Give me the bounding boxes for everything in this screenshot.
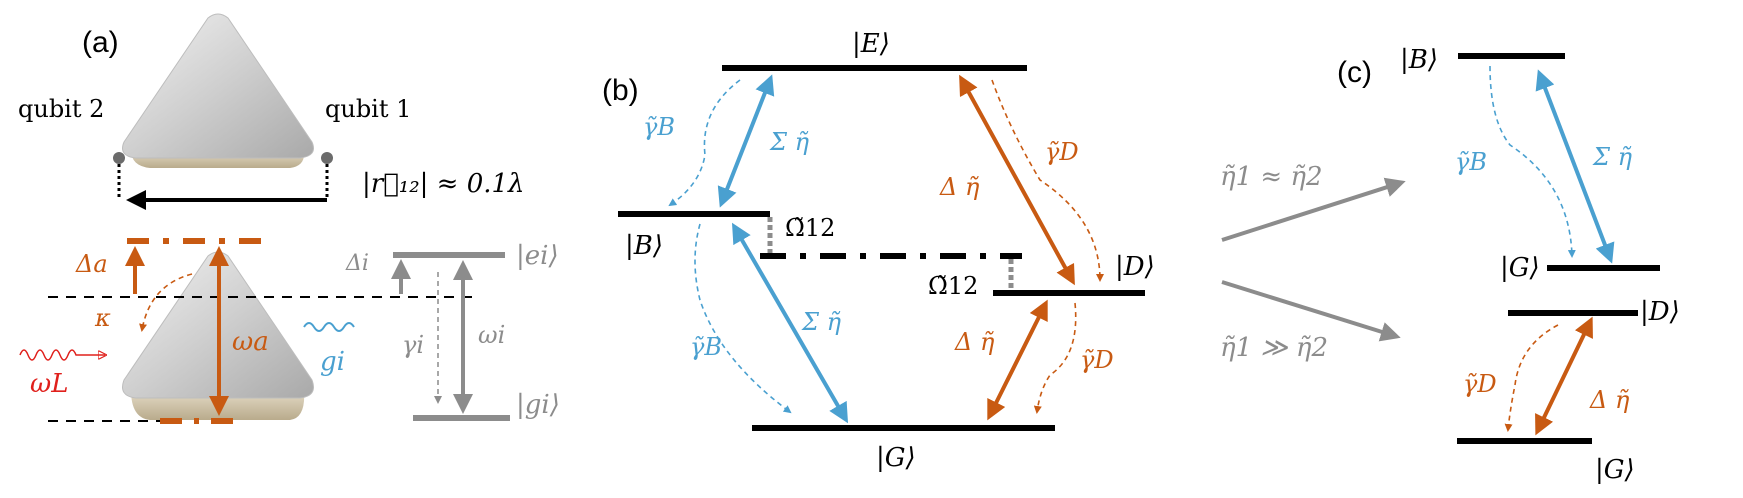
coupling-wave (303, 322, 355, 332)
sigma-eta-top-arrow (717, 74, 775, 208)
gamma-D-bottom-label: γ̃D (1080, 346, 1114, 374)
sigma-eta-top-label: Σ η̃ (769, 128, 810, 156)
sigma-eta-bottom-label: Σ η̃ (801, 308, 842, 336)
omega12-left-label: Ω̃12 (785, 214, 835, 242)
delta-eta-top-arrow (959, 74, 1075, 286)
ket-E-label: |E⟩ (852, 29, 890, 59)
panel-c: (c) |B⟩ |G⟩ |D⟩ |G⟩ γ̃B Σ η̃ γ̃D Δ η̃ (1337, 45, 1680, 485)
delta-eta-bottom-label: Δ η̃ (954, 328, 995, 356)
ket-B-label: |B⟩ (625, 231, 663, 261)
ket-g-label: |gi⟩ (516, 390, 560, 420)
condition-bottom-label: η̃1 ≫ η̃2 (1220, 333, 1328, 363)
laser-wave (19, 349, 105, 361)
delta-eta-arrow-c (1535, 316, 1593, 436)
distance-label: |r⃗₁₂| ≈ 0.1λ (362, 169, 525, 199)
delta-a-label: Δa (75, 250, 108, 278)
panel-label-a: (a) (82, 26, 119, 59)
omega12-right-label: Ω̃12 (928, 272, 978, 300)
gamma-B-bottom-decay (694, 223, 792, 414)
qubit1-label: qubit 1 (325, 95, 411, 123)
condition-top-label: η̃1 ≈ η̃2 (1220, 162, 1323, 192)
omega-L-label: ωL (30, 369, 68, 399)
gamma-B-label-c: γ̃B (1455, 148, 1487, 176)
panel-b: (b) |E⟩ |B⟩ |D⟩ |G⟩ Ω̃12 Ω̃12 γ̃B Σ η̃ γ… (602, 29, 1155, 473)
ket-G-bottom-label-c: |G⟩ (1595, 455, 1635, 485)
ket-G-label-c: |G⟩ (1500, 253, 1540, 283)
gamma-D-bottom-decay (1033, 302, 1077, 414)
delta-i-label: Δi (345, 251, 369, 276)
ket-D-label: |D⟩ (1115, 252, 1155, 282)
gamma-D-top-decay (991, 79, 1104, 282)
gamma-D-decay-c (1504, 324, 1559, 432)
top-nanotriangle (122, 13, 314, 168)
omega-i-label: ωi (478, 321, 505, 349)
kappa-decay-arrow (139, 273, 193, 332)
regime-arrows: η̃1 ≈ η̃2 η̃1 ≫ η̃2 (1220, 162, 1406, 363)
delta-eta-top-label: Δ η̃ (939, 173, 980, 201)
delta-eta-bottom-arrow (987, 299, 1048, 421)
gamma-B-bottom-label: γ̃B (690, 333, 722, 361)
qubit2-label: qubit 2 (18, 95, 104, 123)
gamma-B-top-label: γ̃B (643, 113, 675, 141)
regime-arrow-top (1221, 177, 1406, 242)
omega-a-label: ωa (232, 327, 269, 357)
gamma-D-top-label: γ̃D (1045, 138, 1079, 166)
regime-arrow-bottom (1221, 280, 1401, 342)
sigma-eta-label-c: Σ η̃ (1592, 143, 1633, 171)
panel-label-c: (c) (1337, 56, 1372, 89)
kappa-label: κ (94, 304, 111, 332)
ket-D-label-c: |D⟩ (1640, 297, 1680, 327)
panel-a: (a) qubit 2 qubit 1 |r⃗₁₂| ≈ 0.1λ Δa κ (18, 13, 560, 424)
ket-e-label: |ei⟩ (516, 241, 559, 271)
sigma-eta-bottom-arrow (731, 222, 849, 424)
ket-G-label: |G⟩ (876, 443, 916, 473)
delta-eta-label-c: Δ η̃ (1589, 386, 1630, 414)
gamma-B-decay-c (1489, 65, 1576, 258)
g-i-label: gi (320, 347, 345, 377)
ket-B-label-c: |B⟩ (1400, 45, 1438, 75)
gamma-i-label: γi (402, 331, 424, 359)
panel-label-b: (b) (602, 74, 639, 107)
qubit1-dot (321, 152, 333, 164)
qubit2-dot (113, 152, 125, 164)
sigma-eta-arrow-c (1535, 69, 1615, 264)
gamma-D-label-c: γ̃D (1463, 370, 1497, 398)
gamma-B-top-decay (668, 79, 741, 207)
